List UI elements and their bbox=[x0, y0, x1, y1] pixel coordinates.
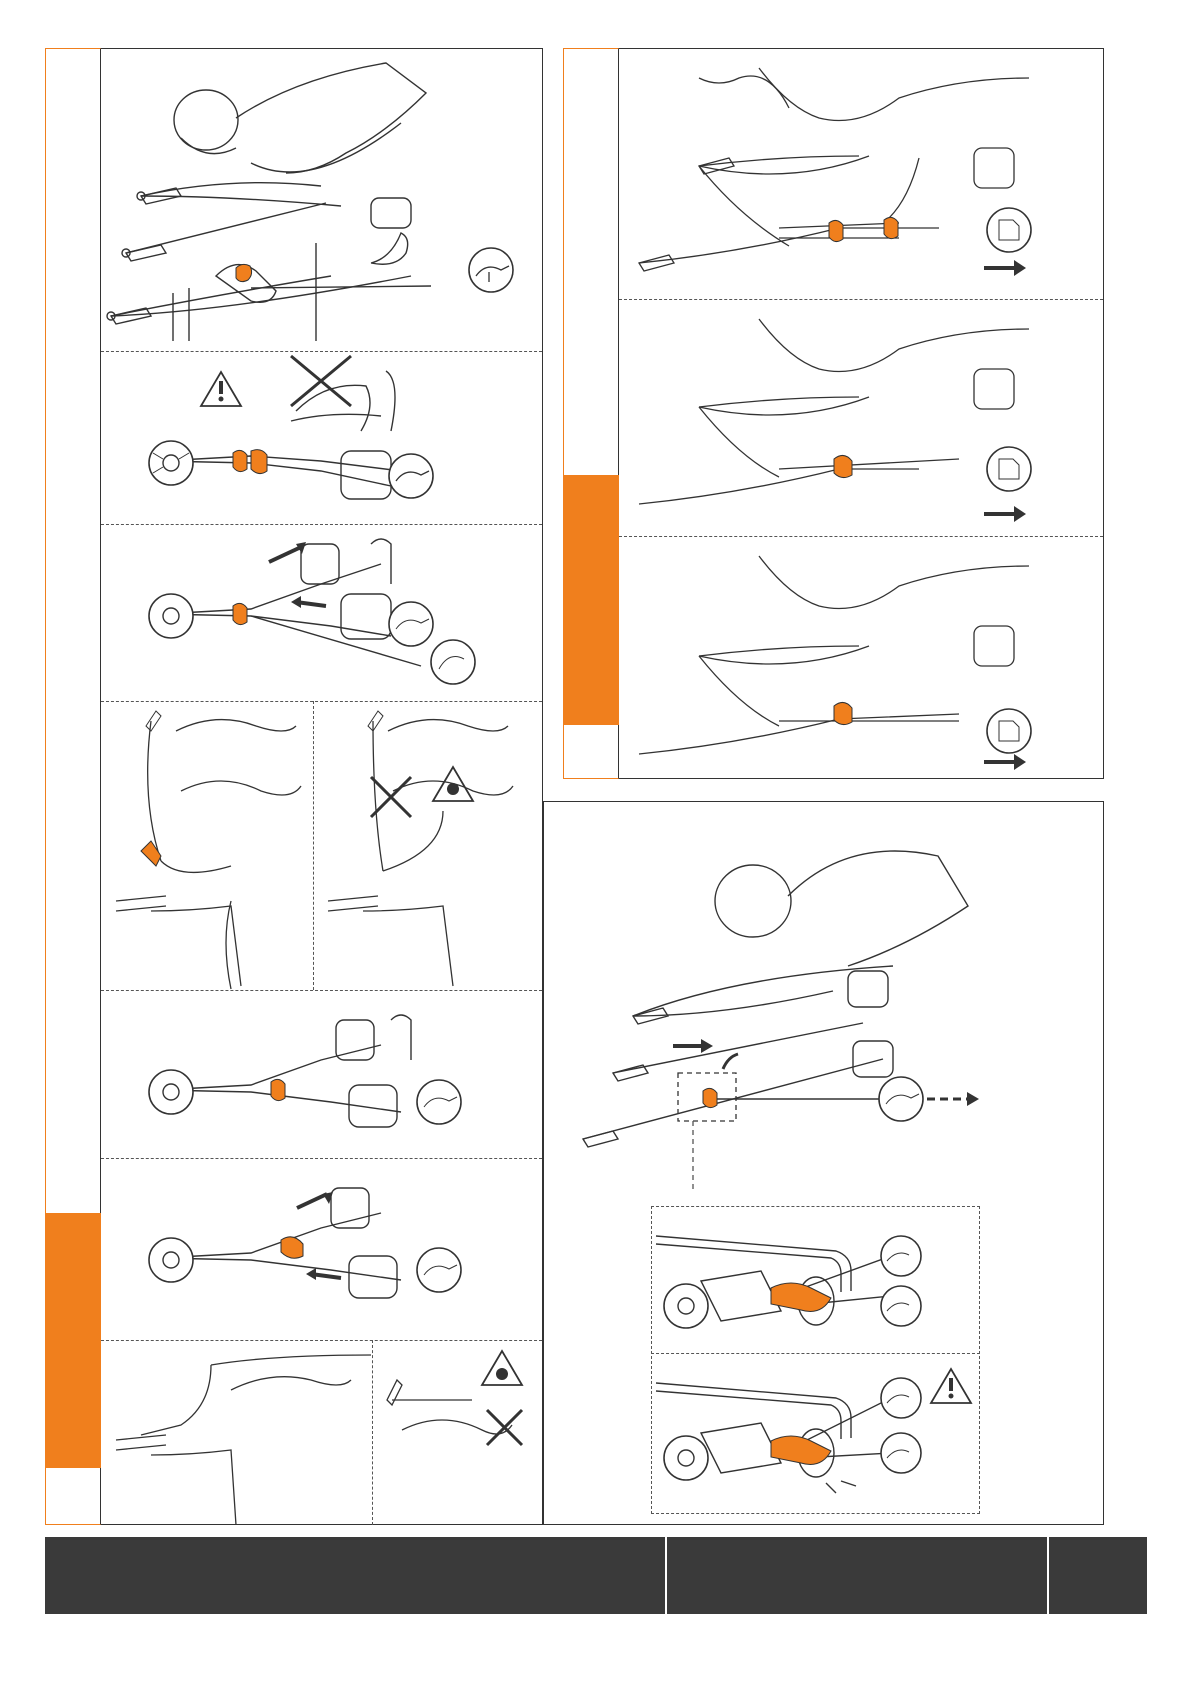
right-panel-1-illustration bbox=[619, 48, 1103, 299]
danger-skull-icon bbox=[482, 1351, 522, 1385]
hand-hold-icon bbox=[881, 1286, 921, 1326]
anchor-ring-icon bbox=[664, 1284, 708, 1328]
panel-5-illustration bbox=[101, 990, 542, 1158]
danger-skull-icon bbox=[433, 767, 473, 801]
warning-triangle-icon bbox=[201, 372, 241, 406]
panel-4a-illustration bbox=[101, 701, 313, 990]
right-panel-2-illustration bbox=[619, 299, 1103, 536]
panel-4b-illustration bbox=[313, 701, 542, 990]
anchor-ring-icon bbox=[149, 441, 193, 485]
dashed-arrow-right-icon bbox=[927, 1092, 979, 1106]
arrow-right-icon bbox=[984, 260, 1026, 276]
anchor-ring-icon bbox=[149, 594, 193, 638]
panel-6-illustration bbox=[101, 1158, 542, 1340]
anchor-ring-icon bbox=[149, 1238, 193, 1282]
panel-7a-illustration bbox=[101, 1340, 372, 1525]
device-icon bbox=[987, 447, 1031, 491]
warning-triangle-icon bbox=[931, 1369, 971, 1403]
hand-hold-icon bbox=[879, 1077, 923, 1121]
device-icon bbox=[987, 709, 1031, 753]
panel-7b-illustration bbox=[372, 1340, 542, 1525]
panel-1-illustration bbox=[101, 48, 542, 351]
right-panel-3-illustration bbox=[619, 536, 1103, 779]
footer-page-number bbox=[1049, 1537, 1147, 1614]
footer-middle-text bbox=[667, 1537, 1047, 1614]
arrow-right-icon bbox=[984, 506, 1026, 522]
detail-correct-illustration bbox=[651, 1206, 980, 1353]
arrow-right-icon bbox=[984, 754, 1026, 770]
right-top-sidebar-highlight bbox=[563, 475, 619, 725]
hand-hold-icon bbox=[417, 1248, 461, 1292]
prohibited-cross-icon bbox=[487, 1410, 522, 1445]
hand-hold-icon bbox=[389, 602, 433, 646]
detail-warning-illustration bbox=[651, 1353, 980, 1514]
prohibited-cross-icon bbox=[291, 356, 351, 406]
hand-hold-icon bbox=[469, 248, 513, 292]
panel-3-illustration bbox=[101, 524, 542, 701]
hand-hold-icon bbox=[389, 454, 433, 498]
footer-left-text bbox=[45, 1537, 665, 1614]
hand-release-icon bbox=[431, 640, 475, 684]
hand-hold-icon bbox=[881, 1378, 921, 1418]
left-sidebar-highlight bbox=[45, 1213, 101, 1468]
footer-bar bbox=[45, 1537, 1147, 1614]
hand-hold-icon bbox=[881, 1433, 921, 1473]
prohibited-cross-icon bbox=[371, 777, 411, 817]
device-icon bbox=[987, 208, 1031, 252]
panel-2-illustration bbox=[101, 351, 542, 524]
anchor-ring-icon bbox=[149, 1070, 193, 1114]
hand-hold-icon bbox=[417, 1080, 461, 1124]
hand-hold-icon bbox=[881, 1236, 921, 1276]
anchor-ring-icon bbox=[664, 1436, 708, 1480]
